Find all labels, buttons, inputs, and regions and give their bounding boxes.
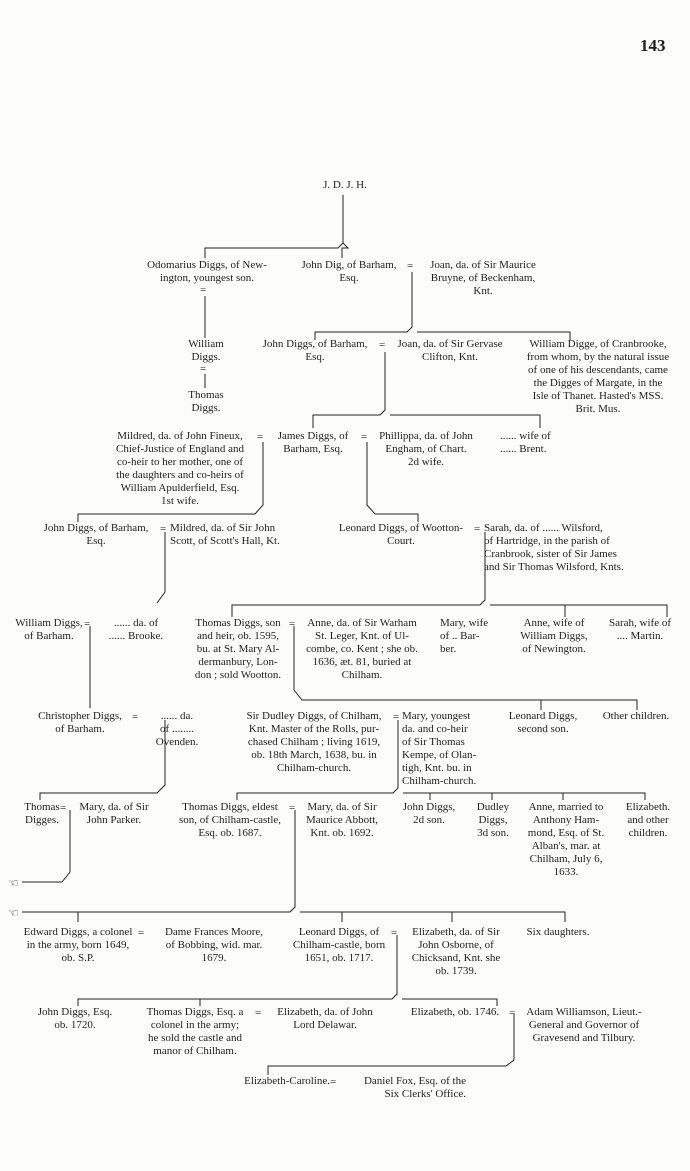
line-abbott-issue (22, 810, 566, 922)
person-leonard-diggs-second-son: Leonard Diggs, second son. (508, 710, 578, 735)
line-gen3 (312, 352, 541, 428)
person-mary-barber: Mary, wife of .. Bar- ber. (440, 617, 489, 655)
person-thomas-digges: Thomas Digges. (24, 801, 60, 826)
person-joan-clifton: Joan, da. of Sir Gervase Clifton, Knt. (397, 338, 503, 363)
person-other-children: Other children. (602, 710, 670, 722)
person-thomas-diggs-colonel: Thomas Diggs, Esq. a colonel in the army… (146, 1006, 244, 1057)
person-six-daughters: Six daughters. (526, 926, 590, 938)
person-thomas-diggs-eldest: Thomas Diggs, eldest son, of Chilham-cas… (178, 801, 282, 839)
marriage-sign: = (257, 431, 264, 443)
line-phillippa-issue (366, 442, 419, 522)
person-william-diggs-barham: William Diggs, of Barham. (15, 617, 83, 642)
marriage-sign: = (200, 284, 207, 296)
person-elizabeth-delawar: Elizabeth, da. of John Lord Delawar. (277, 1006, 373, 1031)
marriage-sign: = (160, 523, 167, 535)
person-adam-williamson: Adam Williamson, Lieut.- General and Gov… (526, 1006, 642, 1044)
person-john-diggs-gen3: John Diggs, of Barham, Esq. (262, 338, 368, 363)
person-william-diggs: William Diggs. (188, 338, 224, 363)
person-mary-parker: Mary, da. of Sir John Parker. (79, 801, 149, 826)
marriage-sign: = (255, 1007, 262, 1019)
person-edward-diggs: Edward Diggs, a colonel in the army, bor… (23, 926, 133, 964)
person-wife-of-brent: ...... wife of ...... Brent. (500, 430, 551, 455)
page-number: 143 (640, 36, 666, 55)
line-williamson-issue (267, 1014, 515, 1075)
person-leonard-diggs-wootton: Leonard Diggs, of Wootton- Court. (338, 522, 464, 547)
line-gen2 (314, 272, 571, 340)
line-kempe-issue (236, 720, 646, 800)
person-da-of-brooke: ...... da. of ...... Brooke. (108, 617, 164, 642)
marriage-sign: = (509, 1007, 516, 1019)
marriage-sign: = (84, 618, 91, 630)
marriage-sign: = (289, 618, 296, 630)
person-daniel-fox: Daniel Fox, Esq. of the Six Clerks' Offi… (363, 1075, 466, 1100)
marriage-sign: = (407, 260, 414, 272)
person-elizabeth-osborne: Elizabeth, da. of Sir John Osborne, of C… (411, 926, 501, 977)
person-leonard-diggs-chilham: Leonard Diggs, of Chilham-castle, born 1… (292, 926, 386, 964)
person-dame-frances-moore: Dame Frances Moore, of Bobbing, wid. mar… (164, 926, 264, 964)
marriage-sign: = (60, 802, 67, 814)
person-sir-dudley-diggs: Sir Dudley Diggs, of Chilham, Knt. Maste… (246, 710, 382, 774)
pointing-hand-icon: ☜ (8, 876, 19, 890)
person-james-diggs: James Diggs, of Barham, Esq. (277, 430, 349, 455)
person-thomas-diggs: Thomas Diggs. (188, 389, 224, 414)
marriage-sign: = (393, 711, 400, 723)
marriage-sign: = (289, 802, 296, 814)
line-parker-issue (22, 810, 71, 883)
person-john-dig: John Dig, of Barham, Esq. (301, 259, 397, 284)
person-mildred-fineux: Mildred, da. of John Fineux, Chief-Justi… (116, 430, 244, 507)
pointing-hand-icon: ☜ (8, 906, 19, 920)
person-john-diggs-1720: John Diggs, Esq. ob. 1720. (37, 1006, 113, 1031)
marriage-sign: = (391, 927, 398, 939)
person-anne-hammond: Anne, married to Anthony Ham- mond, Esq.… (527, 801, 605, 878)
person-phillippa-engham: Phillippa, da. of John Engham, of Chart.… (379, 430, 473, 468)
person-dudley-diggs-3d-son: Dudley Diggs, 3d son. (476, 801, 510, 839)
person-john-diggs-gen5: John Diggs, of Barham, Esq. (43, 522, 149, 547)
person-anne-st-leger: Anne, da. of Sir Warham St. Leger, Knt. … (306, 617, 418, 681)
marriage-sign: = (200, 363, 207, 375)
person-thomas-diggs-son-and-heir: Thomas Diggs, son and heir, ob. 1595, bu… (194, 617, 282, 681)
line-christopher-issue (39, 720, 166, 800)
person-sarah-wilsford: Sarah, da. of ...... Wilsford, of Hartri… (484, 522, 624, 573)
line-wilsford-issue (231, 532, 668, 617)
line-fineux-issue (77, 442, 264, 522)
marriage-sign: = (138, 927, 145, 939)
marriage-sign: = (379, 339, 386, 351)
marriage-sign: = (474, 523, 481, 535)
person-elizabeth-and-other-children: Elizabeth. and other children. (625, 801, 671, 839)
person-anne-diggs-newington: Anne, wife of William Diggs, of Newingto… (520, 617, 588, 655)
person-sarah-martin: Sarah, wife of .... Martin. (608, 617, 671, 642)
marriage-sign: = (361, 431, 368, 443)
person-mary-abbott: Mary, da. of Sir Maurice Abbott, Knt. ob… (305, 801, 379, 839)
person-elizabeth-caroline: Elizabeth-Caroline. (244, 1075, 330, 1087)
person-da-of-ovenden: ...... da. of ........ Ovenden. (155, 710, 199, 748)
person-christopher-diggs: Christopher Diggs, of Barham. (38, 710, 122, 735)
person-william-digge-cranbrooke: William Digge, of Cranbrooke, from whom,… (526, 338, 670, 415)
root-ancestors: J. D. J. H. (323, 179, 367, 191)
line-scott-issue (156, 532, 166, 604)
person-mildred-scott: Mildred, da. of Sir John Scott, of Scott… (170, 522, 280, 547)
marriage-sign: = (132, 711, 139, 723)
line-osborne-issue (77, 935, 498, 1006)
person-odomarius-diggs: Odomarius Diggs, of New- ington, younges… (147, 259, 267, 284)
person-elizabeth-1746: Elizabeth, ob. 1746. (410, 1006, 500, 1018)
person-joan-bruyne: Joan, da. of Sir Maurice Bruyne, of Beck… (430, 259, 536, 297)
line-root (204, 195, 350, 258)
marriage-sign: = (330, 1076, 337, 1088)
person-mary-kempe: Mary, youngest da. and co-heir of Sir Th… (402, 710, 477, 787)
line-stleger-issue (293, 626, 638, 710)
person-john-diggs-2d-son: John Diggs, 2d son. (402, 801, 456, 826)
